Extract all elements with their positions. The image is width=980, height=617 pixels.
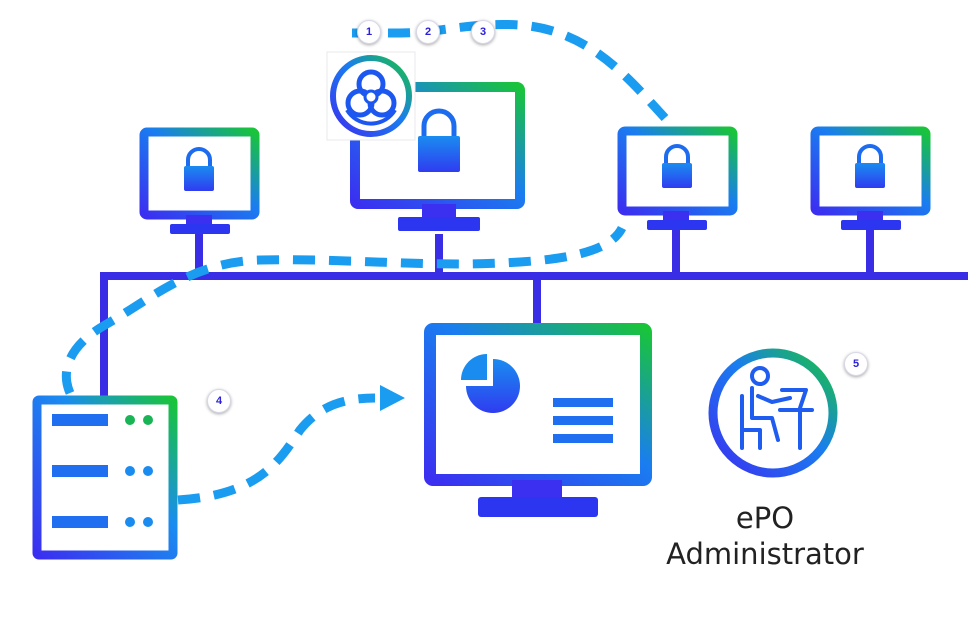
endpoint-monitor-2	[350, 82, 525, 231]
lock-icon	[418, 108, 460, 172]
epo-console-monitor	[424, 323, 652, 517]
lock-icon	[855, 144, 885, 188]
pie-chart-icon	[461, 354, 520, 413]
step-badge-1: 1	[357, 20, 381, 44]
step-badge-4: 4	[207, 389, 231, 413]
report-lines-icon	[553, 398, 613, 443]
biohazard-icon	[326, 51, 416, 141]
admin-label: ePO Administrator	[640, 500, 890, 572]
network-bus	[100, 228, 968, 396]
step-badge-5: 5	[844, 352, 868, 376]
endpoint-monitor-1	[139, 127, 260, 234]
step-badge-3: 3	[471, 20, 495, 44]
endpoint-monitor-4	[810, 126, 931, 230]
lock-icon	[662, 144, 692, 188]
admin-label-line1: ePO	[735, 501, 795, 535]
administrator-icon	[708, 348, 838, 478]
step-badge-2: 2	[416, 20, 440, 44]
admin-label-line2: Administrator	[666, 537, 864, 571]
server-rack-icon	[32, 395, 178, 560]
lock-icon	[184, 147, 214, 191]
endpoint-monitor-3	[617, 126, 738, 230]
arrow-icon	[380, 385, 405, 411]
